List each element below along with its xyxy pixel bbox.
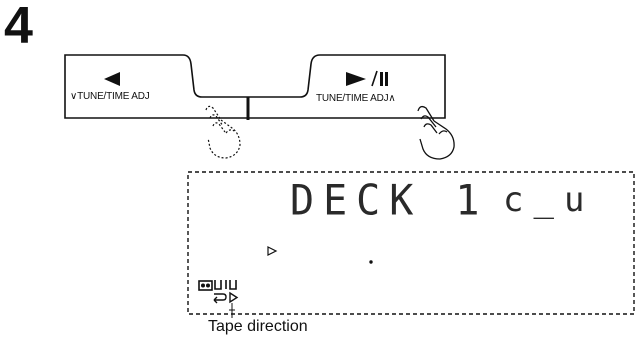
indicator-triangle-icon bbox=[268, 247, 276, 255]
play-icon[interactable] bbox=[346, 72, 366, 86]
button-panel-outline bbox=[65, 55, 445, 118]
display-mode-text: c_u bbox=[503, 180, 594, 220]
pause-bar-right bbox=[385, 72, 388, 86]
right-button-caption: TUNE/TIME ADJ∧ bbox=[316, 93, 396, 104]
indicator-dot bbox=[369, 260, 372, 263]
segment-indicator bbox=[215, 280, 236, 289]
tape-direction-caption: Tape direction bbox=[208, 318, 308, 336]
pointing-hand-icon-right bbox=[418, 107, 454, 159]
left-button-caption: ∨TUNE/TIME ADJ bbox=[70, 91, 150, 102]
cassette-icon bbox=[199, 281, 212, 290]
left-triangle-icon[interactable] bbox=[104, 72, 120, 86]
pointing-hand-icon-left bbox=[206, 106, 240, 158]
display-deck-text: DECK 1 bbox=[290, 177, 489, 225]
pause-bar-left bbox=[380, 72, 383, 86]
tape-direction-icon bbox=[214, 293, 237, 303]
play-pause-slash bbox=[372, 71, 377, 86]
